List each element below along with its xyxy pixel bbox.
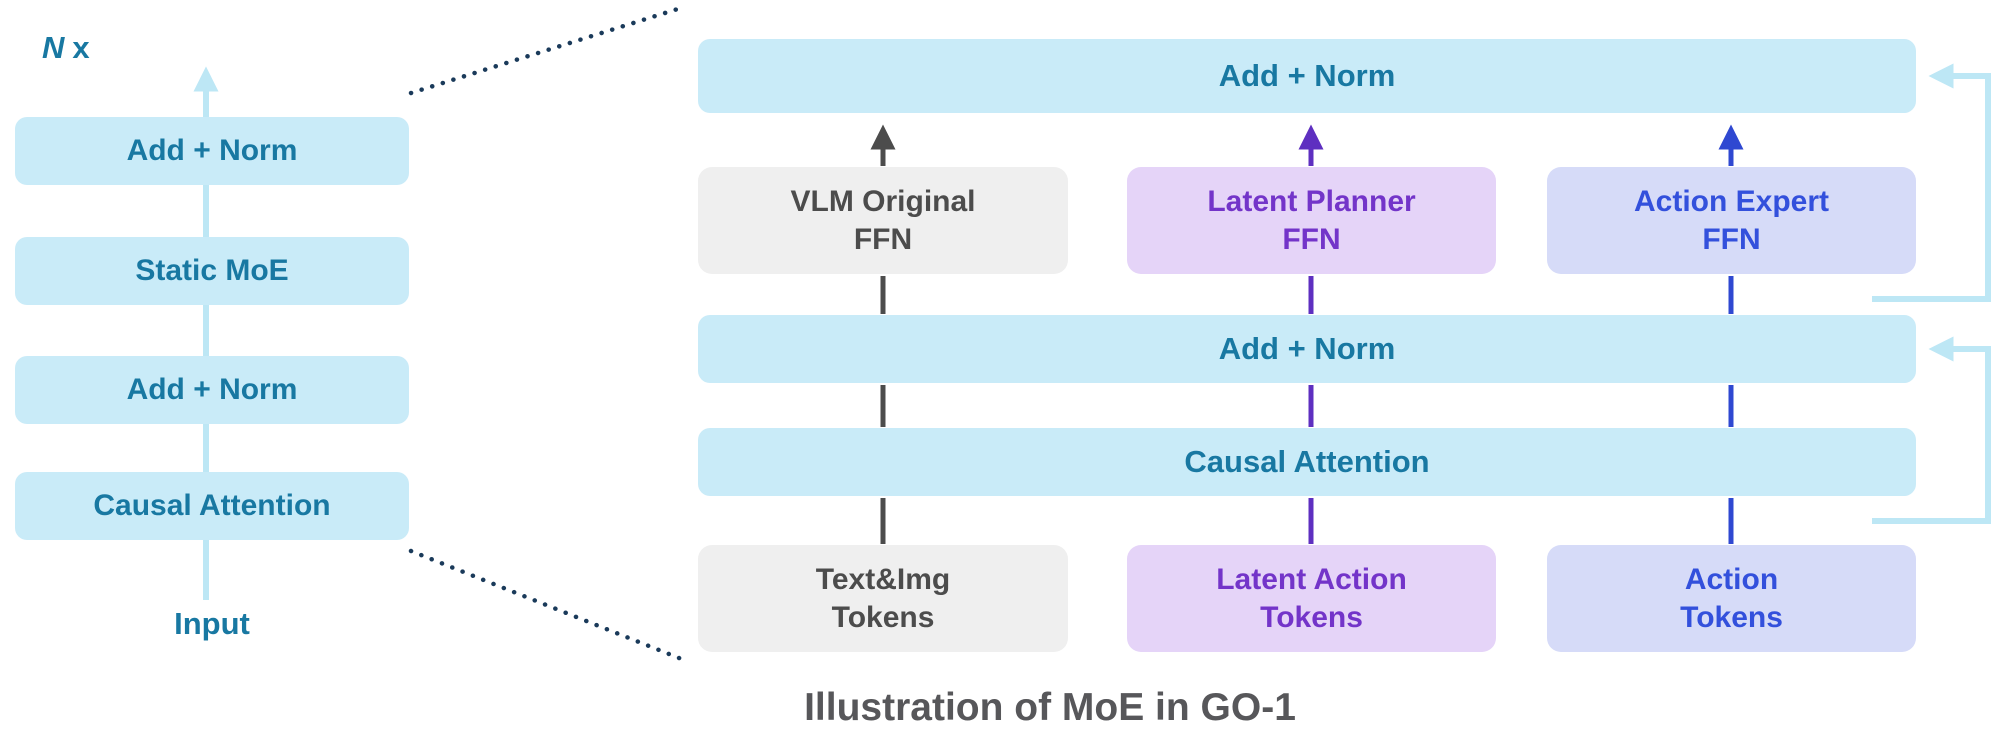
- vlm-ffn-label-line2: FFN: [853, 222, 913, 256]
- zoom-dotted-line-top-icon: [408, 4, 687, 96]
- action-expert-ffn-box: Action Expert FFN: [1547, 167, 1916, 274]
- left-block-static-moe: Static MoE: [15, 237, 409, 305]
- latent-action-tokens-box: Latent Action Tokens: [1127, 545, 1496, 652]
- causal-attention-bar: Causal Attention: [698, 428, 1916, 496]
- residual-connection-bottom-icon: [1872, 336, 1991, 524]
- latent-action-tokens-label-line2: Tokens: [1260, 600, 1363, 634]
- left-block-causal-attention: Causal Attention: [15, 472, 409, 540]
- action-tokens-box: Action Tokens: [1547, 545, 1916, 652]
- vlm-ffn-label-line1: VLM Original: [790, 184, 976, 218]
- action-tokens-label-line2: Tokens: [1680, 600, 1783, 634]
- action-expert-ffn-label-line1: Action Expert: [1633, 184, 1830, 218]
- zoom-dotted-line-bottom-icon: [408, 548, 687, 663]
- input-label: Input: [174, 606, 250, 641]
- mid-add-norm-bar: Add + Norm: [698, 315, 1916, 383]
- top-add-norm-bar: Add + Norm: [698, 39, 1916, 113]
- text-img-tokens-label-line2: Tokens: [831, 600, 935, 634]
- latent-planner-ffn-label-line2: FFN: [1282, 222, 1341, 256]
- left-block-add-norm-bottom: Add + Norm: [15, 356, 409, 424]
- diagram-caption: Illustration of MoE in GO-1: [804, 686, 1296, 729]
- latent-action-tokens-label-line1: Latent Action: [1216, 562, 1407, 596]
- vlm-original-ffn-box: VLM Original FFN: [698, 167, 1068, 274]
- action-expert-ffn-label-line2: FFN: [1702, 222, 1761, 256]
- latent-planner-ffn-label-line1: Latent Planner: [1207, 184, 1416, 218]
- action-tokens-label-line1: Action: [1684, 562, 1779, 596]
- latent-planner-ffn-box: Latent Planner FFN: [1127, 167, 1496, 274]
- text-img-tokens-label-line1: Text&Img: [815, 562, 951, 596]
- repeat-x-label: x: [72, 30, 90, 65]
- repeat-n-label: N: [42, 30, 65, 65]
- text-img-tokens-box: Text&Img Tokens: [698, 545, 1068, 652]
- left-block-add-norm-top: Add + Norm: [15, 117, 409, 185]
- residual-connection-top-icon: [1872, 63, 1991, 302]
